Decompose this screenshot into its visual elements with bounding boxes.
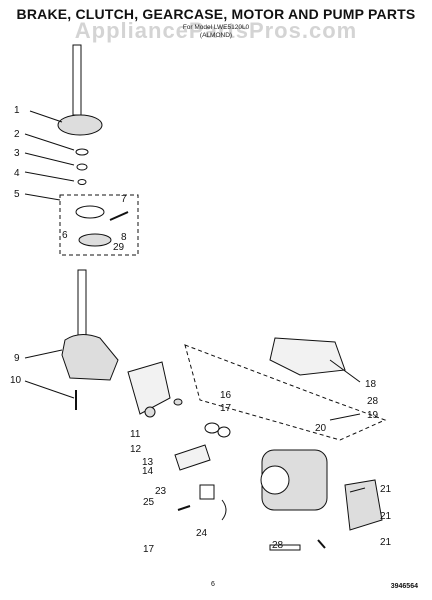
callout-16: 16 xyxy=(220,390,232,401)
part-16 xyxy=(173,398,183,406)
clutch-pin xyxy=(109,211,129,221)
washer-4 xyxy=(77,179,87,185)
model-line: For Model LWE5120L0 xyxy=(182,24,250,31)
motor-frame-outline xyxy=(184,344,387,441)
motor-pulley xyxy=(260,465,290,495)
callout-19: 19 xyxy=(367,410,379,421)
callout-12: 12 xyxy=(130,444,142,455)
callout-18: 18 xyxy=(365,379,377,390)
page-title: BRAKE, CLUTCH, GEARCASE, MOTOR AND PUMP … xyxy=(16,6,416,22)
callout-10: 10 xyxy=(10,375,22,386)
callout-3: 3 xyxy=(14,148,20,159)
leader-19 xyxy=(329,413,361,421)
callout-1: 1 xyxy=(14,105,20,116)
callout-29: 29 xyxy=(113,242,125,253)
leader-10 xyxy=(24,380,75,399)
color-line: (ALMOND) xyxy=(199,32,233,39)
strap-17 xyxy=(269,544,301,551)
leader-3 xyxy=(24,152,75,166)
callout-28-top: 28 xyxy=(367,396,379,407)
washer-3 xyxy=(76,163,88,171)
leader-18 xyxy=(329,359,361,383)
washer-2 xyxy=(75,148,89,156)
callout-5: 5 xyxy=(14,189,20,200)
brake-disc xyxy=(57,114,103,136)
callout-labels: 1 2 3 4 5 6 7 8 29 9 10 11 12 13 14 16 1… xyxy=(10,105,392,555)
callout-20: 20 xyxy=(315,423,327,434)
part-12 xyxy=(204,422,220,434)
callout-7: 7 xyxy=(121,194,127,205)
part-13 xyxy=(217,426,231,438)
leader-2 xyxy=(24,133,75,151)
leader-4 xyxy=(24,171,75,182)
callout-9: 9 xyxy=(14,353,20,364)
pump-cover xyxy=(269,337,346,376)
callout-4: 4 xyxy=(14,168,20,179)
callout-14: 14 xyxy=(142,466,154,477)
leader-1 xyxy=(29,110,63,123)
screw-28 xyxy=(317,539,326,549)
part-23 xyxy=(199,484,215,500)
clutch-spring xyxy=(75,205,105,219)
page-number: 6 xyxy=(211,581,215,588)
part-14 xyxy=(174,444,211,471)
callout-23: 23 xyxy=(155,486,167,497)
callout-13: 13 xyxy=(142,457,154,468)
lower-shaft xyxy=(77,269,87,341)
callout-17-bottom: 17 xyxy=(143,544,155,555)
callout-21-a: 21 xyxy=(380,484,392,495)
callout-11: 11 xyxy=(130,429,141,440)
part-11 xyxy=(144,406,156,418)
callout-8: 8 xyxy=(121,232,127,243)
callout-28-bottom: 28 xyxy=(272,540,284,551)
leader-21a xyxy=(349,487,366,493)
callout-2: 2 xyxy=(14,129,20,140)
clutch-group-box xyxy=(59,194,139,256)
callout-25: 25 xyxy=(143,497,155,508)
mounting-plate xyxy=(127,361,171,415)
upper-shaft xyxy=(72,44,82,116)
screw-25 xyxy=(177,505,191,511)
callout-21-c: 21 xyxy=(380,537,392,548)
callout-21-b: 21 xyxy=(380,511,392,522)
leader-9 xyxy=(24,349,63,359)
gearcase xyxy=(61,334,119,381)
clip-24 xyxy=(221,499,227,521)
callout-6: 6 xyxy=(62,230,68,241)
callout-17: 17 xyxy=(220,403,232,414)
watermark: AppliancePartsPros.com xyxy=(74,18,358,43)
callout-24: 24 xyxy=(196,528,208,539)
clutch-hub xyxy=(78,233,112,247)
document-number: 3946564 xyxy=(390,583,418,590)
pump xyxy=(344,479,383,531)
leader-5 xyxy=(24,193,61,201)
